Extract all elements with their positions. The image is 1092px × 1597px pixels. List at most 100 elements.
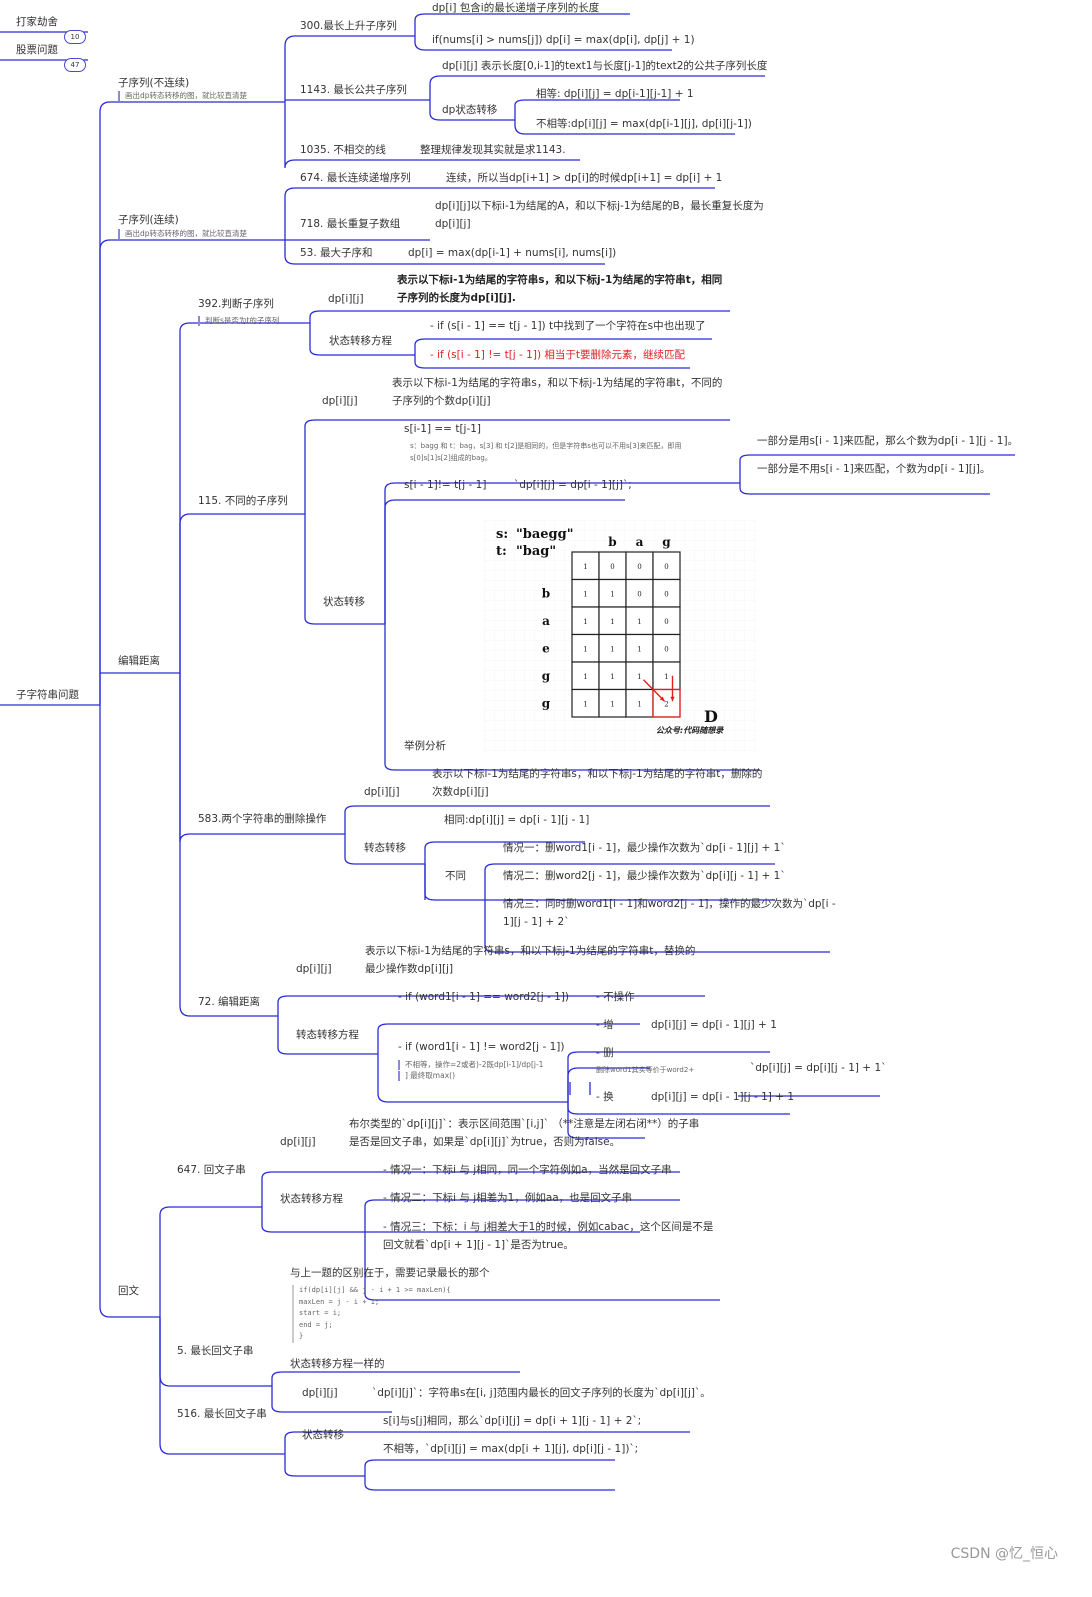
fig-s-value: "baegg" [516,527,574,542]
branch-palindrome[interactable]: 回文 [118,1285,139,1297]
problem-718-title[interactable]: 718. 最长重复子数组 [300,218,401,230]
fig-row-header-a-1: a [542,614,550,628]
stock-count-badge: 47 [64,58,86,72]
fig-cell-4-3 [652,661,681,691]
fig-t-label: t: [496,544,507,559]
problem-674-title[interactable]: 674. 最长连续递增序列 [300,172,411,184]
problem-516-title[interactable]: 516. 最长回文子串 [177,1408,267,1420]
problem-53-title[interactable]: 53. 最大子序和 [300,247,373,259]
problem-583-diff: 不同 [445,870,466,882]
fig-cell-1-3 [652,578,681,608]
problem-5-title[interactable]: 5. 最长回文子串 [177,1345,254,1357]
problem-115-dp: dp[i][j] [322,395,358,407]
problem-115-eq-note2: s[0]s[1]s[2]组成的bag。 [410,454,492,462]
problem-72-noop: - 不操作 [596,991,635,1003]
fig-row-header-e-2: e [542,641,550,655]
fig-cell-value-4-2: 1 [637,673,641,681]
problem-392-def1: 表示以下标i-1为结尾的字符串s，和以下标j-1为结尾的字符串t，相同 [397,274,723,286]
problem-516-case2: 不相等，`dp[i][j] = max(dp[i + 1][j], dp[i][… [383,1443,639,1455]
problem-72-if-neq: - if (word1[i - 1] != word2[j - 1]) [398,1041,565,1053]
problem-115-eq: s[i-1] == t[j-1] [404,423,482,435]
problem-583-title[interactable]: 583.两个字符串的删除操作 [198,813,327,825]
problem-300-title[interactable]: 300.最长上升子序列 [300,20,397,32]
problem-5-code: if(dp[i][j] && j - i + 1 >= maxLen){ max… [292,1285,451,1343]
fig-row-header-g-4: g [542,696,551,710]
fig-cell-2-2 [625,606,654,636]
problem-72-note1: 不相等，操作=2或者)-2既dp[i-1]/dp[j-1 [398,1060,543,1070]
problem-583-case1: 情况一：删word1[i - 1]，最少操作次数为`dp[i - 1][j] +… [503,842,786,854]
fig-cell-value-4-1: 1 [610,673,614,681]
fig-row-header-g-3: g [542,669,551,683]
fig-cell-value-5-1: 1 [610,700,614,708]
problem-1143-def: dp[i][j] 表示长度[0,i-1]的text1与长度[j-1]的text2… [442,60,768,72]
problem-583-case3b: 1][j - 1] + 2` [503,916,570,928]
problem-115-title[interactable]: 115. 不同的子序列 [198,495,288,507]
fig-cell-2-0 [571,606,600,636]
side-topic-house-robber[interactable]: 打家劫舍 [16,16,58,28]
problem-5-desc: 与上一题的区别在于，需要记录最长的那个 [290,1267,490,1279]
fig-cell-5-1 [598,688,627,718]
fig-cell-value-4-0: 1 [583,673,587,681]
problem-72-del: - 删 [596,1047,614,1059]
fig-cell-1-0 [571,578,600,608]
fig-cell-value-3-0: 1 [583,645,587,653]
problem-72-del-eq: `dp[i][j] = dp[i][j - 1] + 1` [750,1062,887,1074]
fig-brand-logo: D [704,707,718,726]
problem-392-title[interactable]: 392.判断子序列 [198,298,274,310]
problem-115-eq-note1: s：bagg 和 t：bag，s[3] 和 t[2]是相同的，但是字符串s也可以… [410,442,682,450]
problem-583-trans: 转态转移 [364,842,406,854]
problem-72-add-eq: dp[i][j] = dp[i - 1][j] + 1 [651,1019,777,1031]
problem-392-case1: - if (s[i - 1] == t[j - 1]) t中找到了一个字符在s中… [430,320,706,332]
fig-s-label: s: [496,527,508,542]
problem-647-case3a: - 情况三：下标：i 与 j相差大于1的时候，例如cabac，这个区间是不是 [383,1221,714,1233]
problem-72-trans: 转态转移方程 [296,1029,359,1041]
problem-1035-desc: 整理规律发现其实就是求1143. [420,144,566,156]
problem-72-rep-eq: dp[i][j] = dp[i - 1][j - 1] + 1 [651,1091,795,1103]
problem-392-trans: 状态转移方程 [329,335,392,347]
problem-583-def2: 次数dp[i][j] [432,786,489,798]
branch-subseq-cont[interactable]: 子序列(连续) [118,214,179,226]
problem-718-desc1: dp[i][j]以下标i-1为结尾的A，和以下标j-1为结尾的B，最长重复长度为 [435,200,764,212]
side-topic-stock[interactable]: 股票问题 [16,44,58,56]
fig-cell-1-2 [625,578,654,608]
problem-72-rep: - 换 [596,1091,614,1103]
problem-72-add: - 增 [596,1019,614,1031]
problem-1035-title[interactable]: 1035. 不相交的线 [300,144,386,156]
fig-cell-value-5-3: 2 [664,700,668,708]
problem-516-trans: 状态转移 [302,1429,344,1441]
problem-1143-title[interactable]: 1143. 最长公共子序列 [300,84,407,96]
problem-115-part1: 一部分是用s[i - 1]来匹配，那么个数为dp[i - 1][j - 1]。 [757,435,1019,447]
fig-cell-value-1-2: 0 [637,590,641,598]
fig-brand-text: 公众号:代码随想录 [656,726,724,735]
problem-583-def1: 表示以下标i-1为结尾的字符串s，和以下标j-1为结尾的字符串t，删除的 [432,768,763,780]
branch-subseq-noncont[interactable]: 子序列(不连续) [118,77,190,89]
fig-cell-value-0-3: 0 [664,563,668,571]
problem-115-neq-eq: `dp[i][j] = dp[i - 1][j]`; [514,479,632,491]
fig-cell-value-0-1: 0 [610,563,614,571]
house-robber-count-badge: 10 [64,30,86,44]
problem-647-dp: dp[i][j] [280,1136,316,1148]
problem-392-def2: 子序列的长度为dp[i][j]. [397,292,516,304]
problem-72-dp: dp[i][j] [296,963,332,975]
problem-115-part2: 一部分是不用s[i - 1]来匹配，个数为dp[i - 1][j]。 [757,463,991,475]
fig-vertical-arrow-head [670,696,675,702]
fig-cell-value-2-2: 1 [637,618,641,626]
branch-edit-distance[interactable]: 编辑距离 [118,655,160,667]
problem-115-def2: 子序列的个数dp[i][j] [392,395,491,407]
problem-72-if-eq: - if (word1[i - 1] == word2[j - 1]) [398,991,570,1003]
problem-516-case1: s[i]与s[j]相同，那么`dp[i][j] = dp[i + 1][j - … [383,1415,642,1427]
problem-647-def2: 是否是回文子串，如果是`dp[i][j]`为true，否则为false。 [349,1136,621,1148]
fig-cell-value-3-3: 0 [664,645,668,653]
problem-72-def1: 表示以下标i-1为结尾的字符串s，和以下标j-1为结尾的字符串t，替换的 [365,945,696,957]
fig-cell-value-3-2: 1 [637,645,641,653]
subseq-noncont-note: 画出dp转态转移的图，就比较直清楚 [118,91,247,101]
problem-647-title[interactable]: 647. 回文子串 [177,1164,246,1176]
problem-647-case1: - 情况一：下标i 与 j相同，同一个字符例如a，当然是回文子串 [383,1164,672,1176]
fig-cell-value-5-0: 1 [583,700,587,708]
fig-cell-value-4-3: 1 [664,673,668,681]
problem-72-title[interactable]: 72. 编辑距离 [198,996,261,1008]
root-node[interactable]: 子字符串问题 [16,689,79,701]
